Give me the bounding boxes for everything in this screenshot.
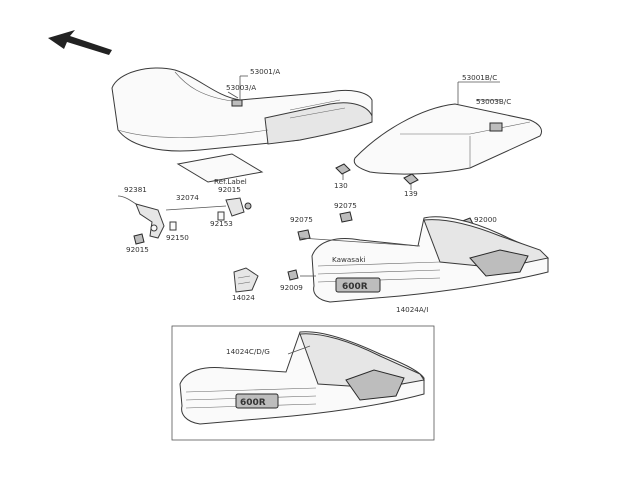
seat-lock-assembly[interactable]: [117, 195, 252, 245]
ref-label-sticker: [176, 153, 264, 183]
cowl-badge-alt: 600R: [240, 398, 266, 408]
tail-cowl-alt[interactable]: [179, 331, 425, 425]
mount-plate[interactable]: [233, 267, 259, 293]
alternate-cowl-box: [171, 325, 435, 441]
label-plate: 14024: [232, 293, 255, 302]
tail-cowl[interactable]: [311, 216, 550, 303]
label-cowl-alt: 14024C/D/G: [226, 347, 270, 356]
label-spring: 92015: [218, 185, 241, 194]
label-bolt-130: 130: [334, 181, 348, 190]
label-cowl: 14024A/I: [396, 305, 428, 314]
label-clip-92000: 92000: [474, 215, 497, 224]
clip-92075-b[interactable]: [339, 211, 353, 223]
label-clip-92009: 92009: [280, 283, 303, 292]
label-seat-strap: 53003/A: [226, 83, 256, 92]
label-clip-92075-a: 92075: [290, 215, 313, 224]
label-clip-92075-b: 92075: [334, 201, 357, 210]
front-seat[interactable]: [111, 67, 373, 152]
bolt-139[interactable]: [403, 173, 419, 190]
label-clip-92150: 92150: [166, 233, 189, 242]
label-seat-front: 53001/A: [250, 67, 280, 76]
label-clip-92153: 92153: [210, 219, 233, 228]
bolt-130[interactable]: [335, 163, 351, 180]
label-seat-rear: 53001B/C: [462, 73, 497, 82]
label-seat-rear-strap: 53003B/C: [476, 97, 511, 106]
label-cable: 92381: [124, 185, 147, 194]
clip-92009[interactable]: [287, 269, 299, 281]
label-rod: 32074: [176, 193, 199, 202]
front-arrow-icon: [48, 30, 112, 55]
clip-92075-a[interactable]: [297, 229, 311, 241]
cowl-badge: 600R: [342, 282, 368, 292]
label-bolt-139: 139: [404, 189, 418, 198]
label-ref: Ref.Label: [214, 177, 247, 186]
rear-seat[interactable]: [353, 103, 543, 175]
label-clip-92015-b: 92015: [126, 245, 149, 254]
cowl-stripe-text: Kawasaki: [332, 255, 366, 264]
